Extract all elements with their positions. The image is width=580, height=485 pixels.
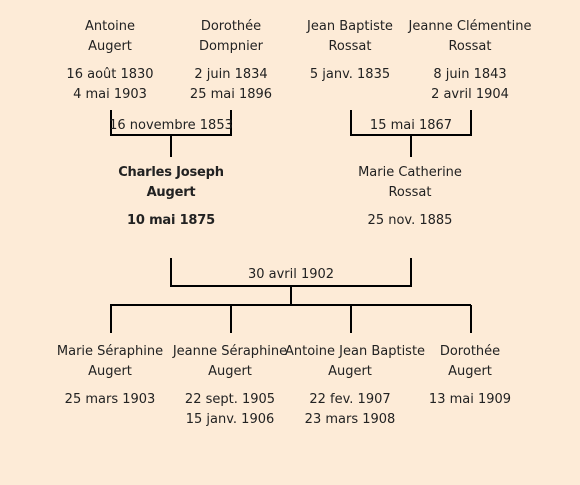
last-name: Augert bbox=[146, 185, 196, 200]
first-name: Dorothée bbox=[200, 19, 262, 34]
first-name: Antoine Jean Baptiste bbox=[285, 344, 426, 359]
person-jeanne-seraphine-augert: Jeanne Séraphine Augert 22 sept. 1905 15… bbox=[165, 342, 295, 430]
first-name: Jeanne Séraphine bbox=[172, 344, 288, 359]
first-name: Charles Joseph bbox=[118, 165, 224, 180]
person-antoine-jean-baptiste-augert: Antoine Jean Baptiste Augert 22 fev. 190… bbox=[285, 342, 426, 430]
death-date: 23 mars 1908 bbox=[304, 412, 396, 427]
person-jeanne-clementine-rossat: Jeanne Clémentine Rossat 8 juin 1843 2 a… bbox=[405, 17, 535, 105]
last-name: Augert bbox=[208, 364, 252, 379]
birth-date: 13 mai 1909 bbox=[428, 392, 512, 407]
last-name: Rossat bbox=[388, 185, 432, 200]
first-name: Dorothée bbox=[439, 344, 501, 359]
death-date: 2 avril 1904 bbox=[431, 87, 509, 102]
birth-date: 25 nov. 1885 bbox=[367, 213, 453, 228]
first-name: Marie Catherine bbox=[358, 165, 462, 180]
last-name: Rossat bbox=[448, 39, 492, 54]
death-date: 15 janv. 1906 bbox=[185, 412, 275, 427]
last-name: Augert bbox=[328, 364, 372, 379]
marriage-date-parents: 30 avril 1902 bbox=[247, 267, 335, 282]
person-charles-joseph-augert: Charles Joseph Augert 10 mai 1875 bbox=[106, 163, 236, 231]
birth-date: 10 mai 1875 bbox=[127, 213, 215, 228]
person-antoine-augert: Antoine Augert 16 août 1830 4 mai 1903 bbox=[45, 17, 175, 105]
birth-date: 2 juin 1834 bbox=[194, 67, 268, 82]
birth-date: 16 août 1830 bbox=[66, 67, 154, 82]
birth-date: 22 fev. 1907 bbox=[309, 392, 391, 407]
person-marie-catherine-rossat: Marie Catherine Rossat 25 nov. 1885 bbox=[345, 163, 475, 231]
last-name: Augert bbox=[88, 39, 132, 54]
birth-date: 5 janv. 1835 bbox=[309, 67, 391, 82]
first-name: Jean Baptiste bbox=[307, 19, 393, 34]
first-name: Jeanne Clémentine bbox=[408, 19, 532, 34]
person-marie-seraphine-augert: Marie Séraphine Augert 25 mars 1903 bbox=[45, 342, 175, 410]
birth-date: 8 juin 1843 bbox=[433, 67, 507, 82]
marriage-date-maternal: 15 mai 1867 bbox=[369, 118, 453, 133]
death-date: 4 mai 1903 bbox=[73, 87, 147, 102]
first-name: Antoine bbox=[84, 19, 136, 34]
last-name: Dompnier bbox=[198, 39, 264, 54]
last-name: Rossat bbox=[328, 39, 372, 54]
person-dorothee-dompnier: Dorothée Dompnier 2 juin 1834 25 mai 189… bbox=[166, 17, 296, 105]
person-jean-baptiste-rossat: Jean Baptiste Rossat 5 janv. 1835 bbox=[285, 17, 415, 85]
marriage-date-paternal: 16 novembre 1853 bbox=[109, 118, 233, 133]
death-date: 25 mai 1896 bbox=[189, 87, 273, 102]
first-name: Marie Séraphine bbox=[56, 344, 164, 359]
birth-date: 25 mars 1903 bbox=[64, 392, 156, 407]
last-name: Augert bbox=[88, 364, 132, 379]
birth-date: 22 sept. 1905 bbox=[184, 392, 276, 407]
person-dorothee-augert: Dorothée Augert 13 mai 1909 bbox=[405, 342, 535, 410]
last-name: Augert bbox=[448, 364, 492, 379]
